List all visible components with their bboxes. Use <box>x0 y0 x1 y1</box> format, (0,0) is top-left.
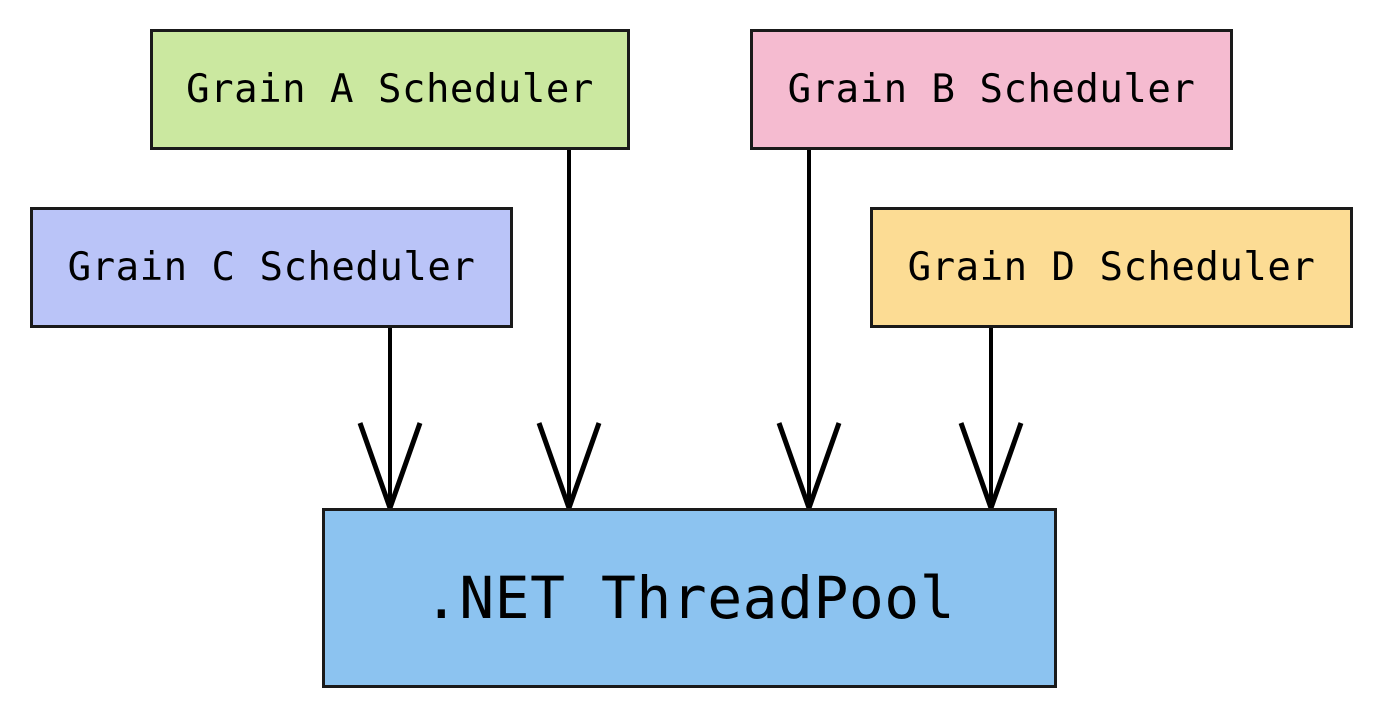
node-grain-d-scheduler-label: Grain D Scheduler <box>907 245 1316 290</box>
edge-grain-c-to-pool <box>357 328 423 516</box>
node-grain-d-scheduler[interactable]: Grain D Scheduler <box>870 207 1353 328</box>
node-dotnet-threadpool-label: .NET ThreadPool <box>423 564 956 632</box>
node-grain-b-scheduler[interactable]: Grain B Scheduler <box>750 29 1233 150</box>
edge-grain-b-to-pool-arrowhead-icon <box>776 422 842 516</box>
node-grain-c-scheduler[interactable]: Grain C Scheduler <box>30 207 513 328</box>
node-grain-c-scheduler-label: Grain C Scheduler <box>67 245 476 290</box>
node-grain-a-scheduler-label: Grain A Scheduler <box>186 67 594 112</box>
node-dotnet-threadpool[interactable]: .NET ThreadPool <box>322 508 1057 688</box>
edge-grain-a-to-pool-arrowhead-icon <box>536 422 602 516</box>
node-grain-b-scheduler-label: Grain B Scheduler <box>787 67 1196 112</box>
edge-grain-a-to-pool <box>536 150 602 516</box>
node-grain-a-scheduler[interactable]: Grain A Scheduler <box>150 29 630 150</box>
edge-grain-b-to-pool <box>776 150 842 516</box>
edge-grain-d-to-pool-arrowhead-icon <box>958 422 1024 516</box>
edge-grain-d-to-pool <box>958 328 1024 516</box>
edge-grain-c-to-pool-arrowhead-icon <box>357 422 423 516</box>
